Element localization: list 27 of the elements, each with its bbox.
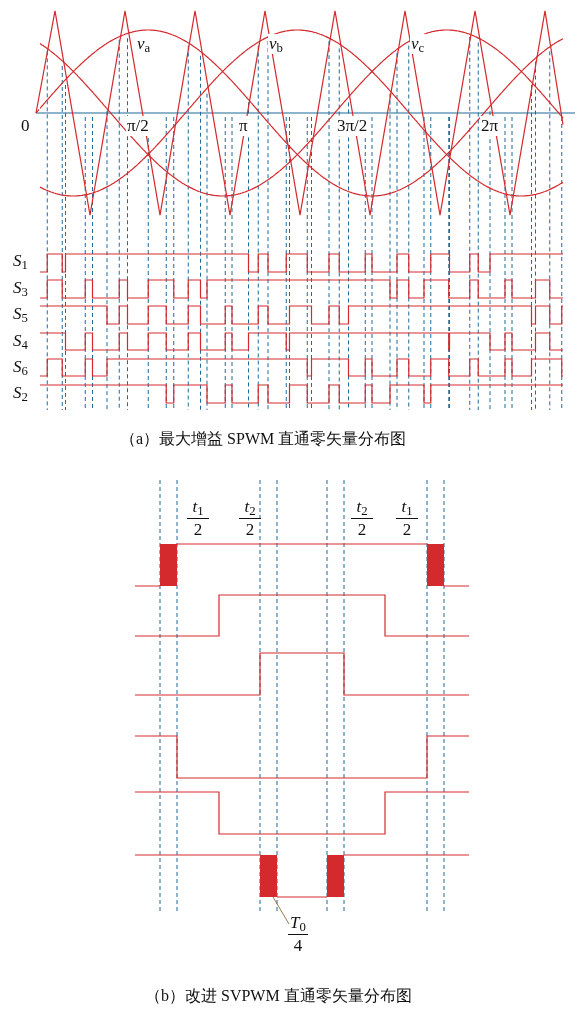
- shoot-through-block: [260, 855, 277, 897]
- math-label: S$_{1}$: [13, 251, 28, 271]
- leader-line: [272, 896, 290, 925]
- fraction-numerator: t$_{1}$: [187, 496, 209, 519]
- math-label: S$_{2}$: [13, 383, 28, 403]
- math-label: π/2: [126, 116, 150, 136]
- fraction-denominator: 2: [244, 519, 256, 541]
- math-label: S$_{3}$: [13, 278, 28, 298]
- math-label: S$_{4}$: [13, 331, 28, 351]
- math-label: v$_{c}$: [410, 34, 426, 54]
- math-label: S$_{5}$: [13, 304, 28, 324]
- fraction-denominator: 2: [401, 519, 413, 541]
- fraction-denominator: 4: [292, 935, 304, 957]
- math-label: v$_{b}$: [268, 34, 284, 54]
- fraction-numerator: t$_{1}$: [396, 496, 418, 519]
- math-label: 2π: [480, 116, 500, 136]
- fraction-numerator: t$_{2}$: [239, 496, 261, 519]
- fraction-denominator: 2: [192, 519, 204, 541]
- math-label: S$_{6}$: [13, 357, 28, 377]
- figure-caption: （b）改进 SVPWM 直通零矢量分布图: [145, 986, 412, 1006]
- figure-caption: （a）最大增益 SPWM 直通零矢量分布图: [120, 429, 407, 449]
- fraction-numerator: T$_{0}$: [288, 912, 308, 935]
- math-label: 3π/2: [336, 116, 369, 136]
- fraction-denominator: 2: [356, 519, 368, 541]
- math-label: 0: [21, 116, 30, 136]
- math-label: π: [238, 116, 249, 136]
- fraction-numerator: t$_{2}$: [351, 496, 373, 519]
